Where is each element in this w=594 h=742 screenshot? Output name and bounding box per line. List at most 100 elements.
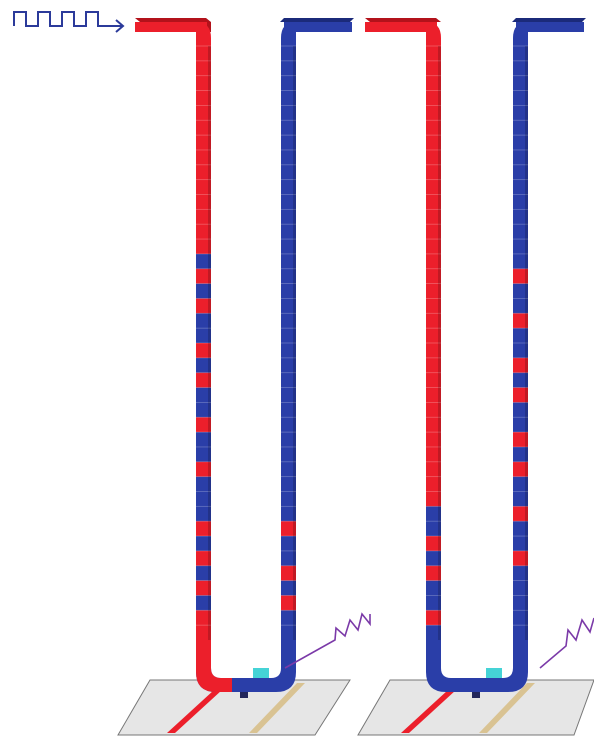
tube-segment-red — [426, 135, 441, 151]
tube-segment-blue — [196, 313, 211, 329]
tube-segment-blue — [281, 343, 296, 359]
tube-segment-blue — [513, 194, 528, 210]
tube-segment-red — [426, 46, 441, 62]
tube-segment-blue — [196, 357, 211, 373]
tube-segment-blue — [513, 75, 528, 91]
right-bottom-u — [426, 640, 528, 692]
left-electrode — [249, 683, 305, 733]
tube-segment-blue — [513, 565, 528, 581]
tube-segment-blue — [281, 105, 296, 121]
tube-segment-blue — [281, 298, 296, 314]
tube-segment-blue — [281, 580, 296, 596]
tube-segment-blue — [281, 46, 296, 62]
right-red-top-arm — [365, 18, 441, 32]
tube-segment-blue — [513, 135, 528, 151]
tube-segment-blue — [281, 120, 296, 136]
tube-segment-blue — [281, 268, 296, 284]
left-blue-top-arm — [280, 18, 354, 32]
tube-segment-red — [426, 120, 441, 136]
tube-shadow — [525, 46, 528, 640]
left-sensor-dark — [240, 688, 248, 698]
tube-segment-blue — [196, 446, 211, 463]
tube-segment-blue — [281, 60, 296, 76]
right-blue-top-corner — [513, 22, 528, 46]
right-channel — [401, 690, 456, 733]
tube-segment-red — [513, 357, 528, 373]
tube-segment-blue — [281, 283, 296, 299]
tube-segment-blue — [281, 550, 296, 567]
tube-segment-blue — [281, 90, 296, 106]
tube-segment-blue — [196, 595, 211, 611]
tube-segment-red — [426, 432, 441, 448]
tube-segment-red — [196, 105, 211, 121]
tube-segment-red — [196, 209, 211, 225]
tube-segment-red — [196, 90, 211, 106]
right-electrode — [479, 683, 535, 733]
tube-segment-blue — [281, 476, 296, 492]
left-sensor-cyan — [253, 668, 269, 678]
tube-segment-red — [426, 105, 441, 121]
tube-segment-red — [426, 253, 441, 270]
tube-segment-red — [426, 461, 441, 477]
tube-segment-blue — [196, 491, 211, 507]
tube-segment-blue — [426, 625, 441, 641]
tube-segment-red — [196, 521, 211, 537]
tube-segment-red — [513, 432, 528, 448]
tube-segment-blue — [513, 625, 528, 641]
left-bottom-u-red-segment — [196, 640, 232, 692]
left-channel — [167, 690, 222, 733]
tube-segment-red — [426, 90, 441, 106]
tube-segment-red — [426, 149, 441, 166]
tube-segment-red — [196, 239, 211, 255]
left-red-top-corner — [196, 22, 211, 46]
tube-segment-red — [196, 120, 211, 136]
tube-segment-blue — [281, 194, 296, 210]
tube-segment-blue — [196, 506, 211, 522]
tube-segment-red — [426, 536, 441, 552]
tube-shadow — [293, 46, 296, 640]
tube-segment-blue — [281, 209, 296, 225]
tube-segment-blue — [513, 476, 528, 492]
tube-segment-red — [426, 565, 441, 581]
tube-segment-red — [196, 343, 211, 359]
tube-segment-red — [426, 298, 441, 314]
right-blue-leg — [513, 45, 528, 641]
tube-segment-blue — [281, 387, 296, 403]
tube-segment-blue — [281, 402, 296, 418]
tube-segment-blue — [281, 610, 296, 626]
tube-segment-blue — [513, 164, 528, 180]
tube-segment-blue — [513, 253, 528, 270]
tube-segment-blue — [281, 446, 296, 463]
tube-segment-red — [426, 491, 441, 507]
tube-segment-blue — [513, 343, 528, 359]
tube-segment-red — [196, 46, 211, 62]
tube-segment-blue — [426, 550, 441, 567]
tube-segment-blue — [426, 506, 441, 522]
right-red-leg — [426, 45, 441, 641]
tube-segment-blue — [513, 239, 528, 255]
tube-segment-red — [426, 372, 441, 388]
tube-segment-blue — [281, 328, 296, 344]
tube-segment-blue — [513, 580, 528, 596]
tube-segment-blue — [196, 387, 211, 403]
tube-segment-red — [426, 194, 441, 210]
tube-segment-red — [426, 343, 441, 359]
tube-segment-red — [281, 521, 296, 537]
tube-segment-red — [513, 313, 528, 329]
tube-segment-blue — [426, 580, 441, 596]
tube-segment-blue — [281, 491, 296, 507]
tube-segment-blue — [513, 283, 528, 299]
tube-segment-blue — [513, 521, 528, 537]
tube-segment-blue — [281, 625, 296, 641]
tube-segment-red — [426, 75, 441, 91]
tube-segment-blue — [281, 164, 296, 180]
right-output-sawtooth-icon — [539, 617, 594, 669]
tube-segment-blue — [281, 506, 296, 522]
tube-segment-blue — [196, 253, 211, 270]
tube-segment-blue — [513, 595, 528, 611]
input-square-wave-icon — [13, 11, 125, 33]
tube-segment-red — [426, 328, 441, 344]
right-red-top-corner — [426, 22, 441, 46]
tube-segment-blue — [513, 90, 528, 106]
